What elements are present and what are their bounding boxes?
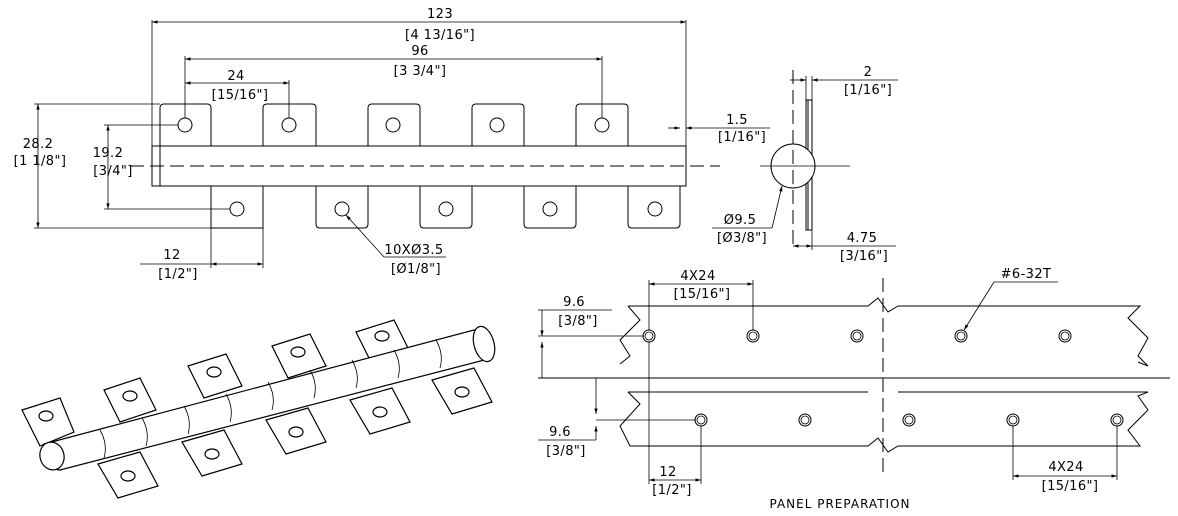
panel-bottom-pitch-inch: [15/16"]: [1042, 479, 1099, 494]
dim-2-mm: 2: [864, 65, 873, 80]
bottom-panel-edge: [619, 391, 1149, 453]
front-view: 123 [4 13/16"] 96 [3 3/4"] 24 [15/16"] 2…: [14, 7, 770, 282]
panel-edge-offset-mm: 12: [659, 465, 676, 480]
dim-1-5-mm: 1.5: [726, 113, 748, 128]
top-panel-edge: [628, 297, 1149, 367]
panel-top-pitch-mm: 4X24: [680, 269, 715, 284]
panel-bottom-offset-inch: [3/8"]: [546, 444, 585, 459]
isometric-view: [21, 319, 496, 499]
dim-hole-row-spacing: 19.2 [3/4"]: [93, 124, 230, 210]
dim-hole-pitch: 24 [15/16"]: [185, 69, 290, 118]
panel-bottom-pitch-mm: 4X24: [1048, 460, 1083, 475]
dim-12-mm: 12: [163, 248, 180, 263]
panel-thread: #6-32T: [1001, 267, 1052, 282]
dim-123-inch: [4 13/16"]: [405, 28, 475, 43]
panel-bottom-holes: [694, 413, 1124, 427]
dim-96-inch: [3 3/4"]: [394, 64, 447, 79]
panel-edge-offset-inch: [1/2"]: [652, 483, 691, 498]
pin-diameter-inch: [Ø3/8"]: [717, 231, 767, 246]
dim-edge-offset: 12 [1/2"]: [140, 228, 264, 282]
iso-knuckle-seams: [99, 339, 442, 459]
panel-top-holes: [642, 329, 1072, 343]
dim-24-inch: [15/16"]: [212, 88, 269, 103]
panel-bottom-offset-mm: 9.6: [549, 425, 571, 440]
iso-front-tabs: [97, 367, 493, 499]
dim-2-inch: [1/16"]: [844, 83, 892, 98]
holes-inch: [Ø1/8"]: [391, 262, 441, 277]
dim-24-mm: 24: [227, 69, 244, 84]
panel-title: PANEL PREPARATION: [770, 497, 911, 511]
panel-top-offset-mm: 9.6: [563, 295, 585, 310]
dim-19-2-inch: [3/4"]: [93, 164, 132, 179]
dim-1-5-inch: [1/16"]: [718, 130, 766, 145]
iso-back-tabs: [21, 319, 411, 447]
dim-123-mm: 123: [427, 7, 453, 22]
dim-96-mm: 96: [411, 44, 428, 59]
dim-end-hole-pitch: 96 [3 3/4"]: [184, 44, 603, 118]
dim-4-75-inch: [3/16"]: [840, 249, 888, 264]
dim-holes: 10XØ3.5 [Ø1/8"]: [345, 214, 446, 277]
dim-overall-height: 28.2 [1 1/8"]: [14, 103, 211, 229]
side-view: 2 [1/16"] Ø9.5 [Ø3/8"] 4.75 [3/16"]: [712, 65, 898, 264]
dim-4-75-mm: 4.75: [847, 231, 878, 246]
pin-diameter-mm: Ø9.5: [724, 213, 757, 228]
holes-spec: 10XØ3.5: [384, 243, 443, 258]
dim-12-inch: [1/2"]: [158, 267, 197, 282]
dim-28-2-inch: [1 1/8"]: [14, 154, 67, 169]
panel-top-pitch-inch: [15/16"]: [674, 287, 731, 302]
dim-knuckle-gap: 1.5 [1/16"]: [668, 113, 770, 145]
dim-28-2-mm: 28.2: [23, 137, 54, 152]
panel-top-offset-inch: [3/8"]: [558, 314, 597, 329]
dim-19-2-mm: 19.2: [93, 146, 124, 161]
panel-preparation: 4X24 [15/16"] #6-32T 9.6 [3/8"] 9.6 [3/8…: [538, 267, 1170, 511]
